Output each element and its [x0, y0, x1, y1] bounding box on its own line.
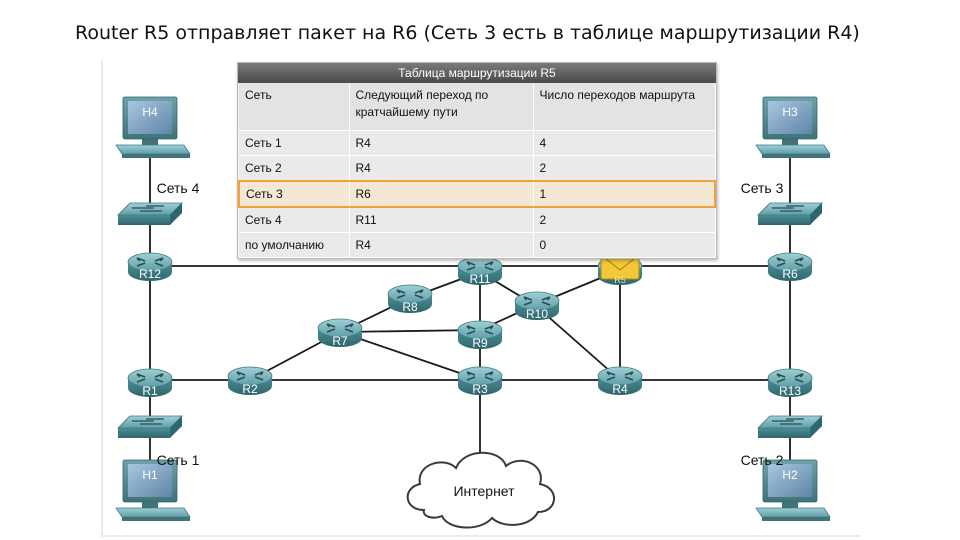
host-h3-label: H3: [782, 105, 798, 119]
router-r5-label: R5: [614, 275, 626, 285]
table-cell: Сеть 1: [239, 130, 350, 156]
router-r8-label: R8: [402, 300, 418, 314]
table-cell: Сеть 2: [239, 155, 350, 182]
table-row: Сеть 1 R4 4: [239, 130, 716, 156]
table-row: по умолчанию R4 0: [239, 232, 716, 258]
routing-table-caption: Таблица маршрутизации R5: [238, 63, 716, 83]
table-cell: 2: [533, 155, 716, 182]
table-row-highlighted: Сеть 3 R6 1: [238, 180, 716, 208]
switch-net1: [117, 415, 183, 439]
network-2-label: Сеть 2: [741, 452, 784, 468]
host-h1-label: H1: [142, 468, 158, 482]
router-r9-label: R9: [472, 336, 488, 350]
host-h4-label: H4: [142, 105, 158, 119]
router-r4-label: R4: [612, 382, 628, 396]
router-r1-label: R1: [142, 384, 158, 398]
switch-net2: [757, 415, 823, 439]
router-r6-label: R6: [782, 267, 798, 281]
routing-table-grid: Сеть Следующий переход по кратчайшему пу…: [238, 83, 716, 258]
table-cell: R6: [349, 180, 534, 208]
table-cell: R4: [349, 155, 534, 182]
network-4-label: Сеть 4: [157, 180, 200, 196]
router-r13-label: R13: [779, 384, 801, 398]
table-cell: по умолчанию: [239, 232, 350, 258]
switch-net3: [757, 202, 823, 226]
table-cell: 1: [533, 180, 716, 208]
router-r2-label: R2: [242, 382, 258, 396]
internet-label: Интернет: [453, 483, 515, 499]
table-row: Сеть 4 R11 2: [239, 207, 716, 233]
routing-table: Таблица маршрутизации R5 Сеть Следующий …: [237, 62, 717, 259]
header-network: Сеть: [239, 83, 350, 131]
network-3-label: Сеть 3: [741, 180, 784, 196]
table-header-row: Сеть Следующий переход по кратчайшему пу…: [239, 83, 716, 131]
router-r10-label: R10: [526, 307, 548, 321]
table-cell: 2: [533, 207, 716, 233]
table-cell: R11: [349, 207, 534, 233]
router-r3-label: R3: [472, 382, 488, 396]
host-h2-label: H2: [782, 468, 798, 482]
table-row: Сеть 2 R4 2: [239, 155, 716, 182]
table-cell: 4: [533, 130, 716, 156]
router-r12-label: R12: [139, 267, 161, 281]
table-cell: R4: [349, 130, 534, 156]
switch-net4: [117, 202, 183, 226]
router-r7-label: R7: [332, 334, 348, 348]
header-next-hop: Следующий переход по кратчайшему пути: [349, 83, 534, 131]
internet-cloud: [406, 451, 555, 529]
router-r11-label: R11: [469, 272, 490, 286]
table-cell: R4: [349, 232, 534, 258]
header-hop-count: Число переходов маршрута: [533, 83, 716, 131]
table-cell: Сеть 4: [239, 207, 350, 233]
table-cell: Сеть 3: [238, 180, 350, 208]
table-cell: 0: [533, 232, 716, 258]
slide-title: Router R5 отправляет пакет на R6 (Сеть 3…: [75, 22, 860, 44]
network-1-label: Сеть 1: [157, 452, 200, 468]
